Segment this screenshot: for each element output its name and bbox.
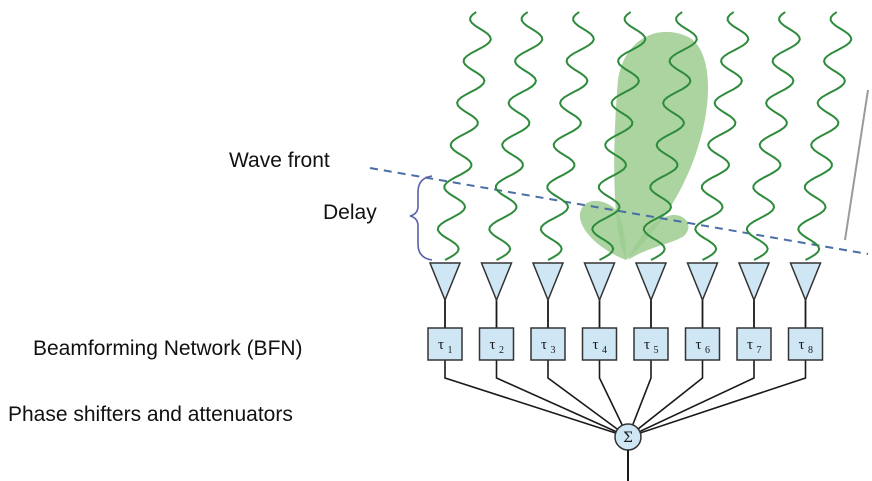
bfn-wire [627,360,652,438]
delay-symbol: τ [438,337,444,353]
antenna-element [480,262,513,302]
delay-symbol: τ [592,337,598,353]
beam-pattern [579,31,709,261]
bfn-wire [547,360,629,438]
delay-symbol: τ [747,337,753,353]
delay-subscript: 5 [654,345,659,356]
delay-symbol: τ [489,337,495,353]
delay-box [633,327,669,361]
delay-subscript: 7 [757,345,762,356]
antenna-element [737,262,771,302]
delay-symbol: τ [541,337,547,353]
antenna-element [428,262,462,302]
angle-reference-line [844,89,869,241]
incoming-wave [694,11,750,261]
incoming-wave [797,11,853,261]
wave-front-line [369,167,869,255]
delay-box [478,327,515,361]
incoming-wave [745,11,801,261]
delay-subscript: 4 [602,345,607,356]
combiner-symbol: Σ [623,430,633,446]
delay-subscript: 6 [705,345,710,356]
delay-brace [409,175,433,261]
delay-label: Delay [323,201,377,224]
incoming-wave [436,11,492,261]
waves [436,11,853,261]
incoming-wave [488,11,544,261]
incoming-wave [591,11,647,261]
delay-box [736,327,772,361]
delay-box [787,327,824,361]
antenna-element [531,262,565,302]
delay-subscript: 8 [808,345,813,356]
delay-symbol: τ [644,337,650,353]
incoming-wave [642,11,698,261]
side-lobe-right [628,214,689,260]
incoming-wave [539,11,595,261]
bfn-wire [627,360,755,438]
main-lobe [614,31,709,261]
bfn-wire [627,360,807,438]
bfn-wire [627,360,704,438]
combiner: Σ [614,423,642,481]
delay-box [684,327,721,361]
phase-shifters-label: Phase shifters and attenuators [8,403,293,426]
delay-subscript: 1 [448,345,453,356]
delay-subscript: 3 [551,345,556,356]
antenna-element [634,262,668,302]
delay-box [427,327,463,361]
antenna-element [789,262,822,302]
delay-box [581,327,618,361]
side-lobe-left [579,200,626,260]
delay-box [530,327,566,361]
delay-symbol: τ [798,337,804,353]
wires [444,360,807,438]
delay-subscript: 2 [499,345,504,356]
bfn-label: Beamforming Network (BFN) [33,337,303,360]
bfn-wire [444,360,629,438]
antenna-element [686,262,719,302]
wave-front-label: Wave front [229,149,330,172]
bfn-wire [598,360,629,438]
delay-symbol: τ [695,337,701,353]
antenna-element [583,262,616,302]
bfn-wire [495,360,629,438]
